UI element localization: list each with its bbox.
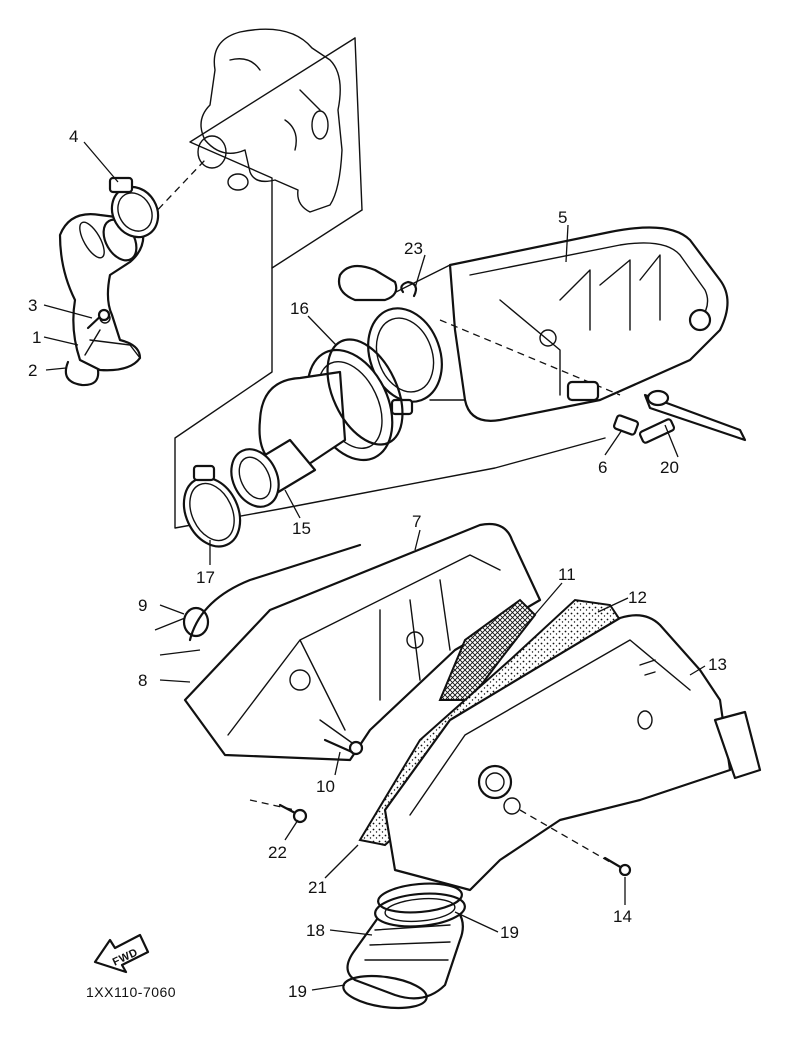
callout-3: 3 [28, 296, 37, 315]
gasket-16 [326, 338, 404, 446]
callout-23: 23 [404, 239, 423, 258]
o-ring-19-lower [342, 974, 428, 1010]
callout-4: 4 [69, 127, 78, 146]
callout-11: 11 [558, 565, 576, 584]
callout-20: 20 [660, 458, 679, 477]
callout-8: 8 [138, 671, 147, 690]
callout-9: 9 [138, 596, 147, 615]
forward-arrow-icon: FWD [93, 933, 150, 974]
case-7 [183, 522, 542, 762]
part-code: 1XX110-7060 [86, 984, 176, 1000]
callout-7: 7 [412, 512, 421, 531]
callout-10: 10 [316, 777, 335, 796]
gasket-8 [188, 543, 362, 642]
air-cleaner-joint-15 [230, 348, 414, 508]
drain-hose-20 [638, 389, 747, 444]
cover-13 [383, 614, 762, 892]
intake-joint [58, 176, 160, 372]
screw-3 [86, 308, 111, 330]
sensor-part [566, 380, 600, 402]
callout-19-lower: 19 [288, 982, 307, 1001]
callout-19-upper: 19 [500, 923, 519, 942]
callout-1: 1 [32, 328, 41, 347]
callout-12: 12 [628, 588, 647, 607]
clip-23 [400, 280, 418, 298]
hose-clamp-17 [182, 464, 242, 548]
callout-14: 14 [613, 907, 632, 926]
callout-6: 6 [598, 458, 607, 477]
assembly-boundary [174, 37, 606, 529]
callout-15: 15 [292, 519, 311, 538]
intake-duct-18 [346, 892, 466, 1000]
leader-lines [43, 141, 706, 991]
bolt-22 [249, 799, 308, 824]
callout-22: 22 [268, 843, 287, 862]
screw-14 [603, 856, 632, 877]
callout-13: 13 [708, 655, 727, 674]
drain-plug-6 [613, 414, 639, 436]
circlip-2 [64, 360, 100, 387]
air-cleaner-case [337, 226, 729, 422]
callout-21: 21 [308, 878, 327, 897]
screw-10 [323, 738, 354, 754]
callout-5: 5 [558, 208, 567, 227]
callout-2: 2 [28, 361, 37, 380]
callout-numbers: 4 5 23 16 3 1 2 6 20 15 17 7 9 8 11 12 1… [28, 127, 727, 1001]
o-ring-19-upper [377, 882, 463, 914]
engine-outline [149, 28, 343, 219]
callout-16: 16 [290, 299, 309, 318]
callout-18: 18 [306, 921, 325, 940]
callout-17: 17 [196, 568, 215, 587]
o-ring-9 [182, 606, 210, 638]
